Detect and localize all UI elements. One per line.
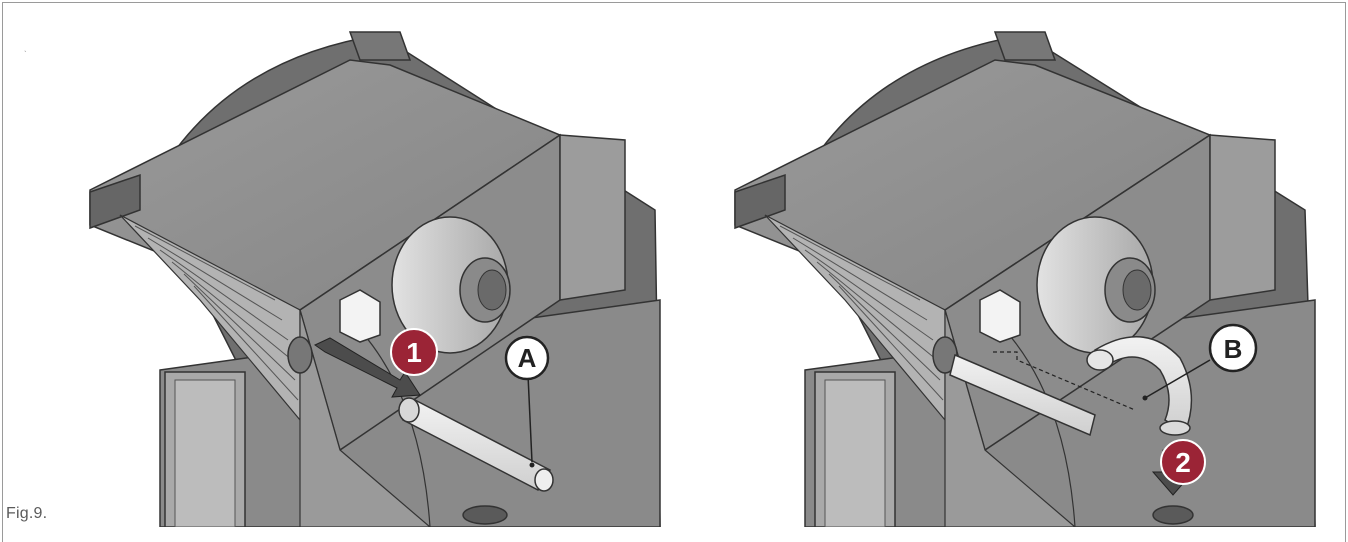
outlet-ring (287, 336, 313, 374)
hood-diagram-left: A 1 (89, 31, 661, 528)
svg-text:A: A (518, 343, 537, 373)
outlet-ring (932, 336, 958, 374)
front-nozzle (734, 173, 786, 230)
part-label-a: A (504, 335, 550, 381)
insert-arrow (314, 337, 421, 398)
callout-line-a (527, 374, 533, 463)
illustration-step-1: A 1 (60, 0, 680, 528)
illustration-step-2: B 2 (705, 0, 1348, 528)
part-label-b: B (1208, 323, 1258, 373)
step-badge-2: 2 (1160, 439, 1206, 485)
step-badge-1: 1 (390, 328, 438, 376)
front-nozzle (89, 173, 141, 230)
pipe-a (398, 397, 554, 492)
scan-mark: ` (24, 50, 27, 59)
svg-text:B: B (1224, 334, 1243, 364)
elbow-b (1086, 336, 1193, 436)
junction-box (339, 289, 381, 343)
svg-text:2: 2 (1175, 447, 1191, 478)
junction-box (979, 289, 1021, 343)
callout-line-b (1144, 359, 1211, 399)
figure-caption: Fig.9. (6, 505, 48, 522)
pipe-a-inserted (949, 353, 1096, 437)
hood-diagram-right: B 2 (734, 31, 1316, 528)
svg-text:1: 1 (406, 337, 422, 368)
